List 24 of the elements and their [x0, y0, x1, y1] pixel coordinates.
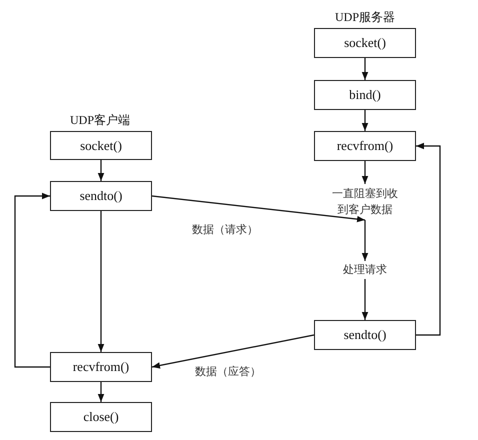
arrow — [362, 110, 368, 131]
column-heading: UDP服务器 — [335, 9, 395, 26]
arrow — [152, 334, 314, 369]
process-box: socket() — [314, 28, 416, 58]
process-box: recvfrom() — [314, 131, 416, 161]
arrow — [362, 220, 368, 261]
arrow — [416, 142, 441, 336]
arrow — [14, 192, 50, 368]
arrow — [98, 160, 104, 181]
step-text: 处理请求 — [335, 261, 395, 279]
column-heading: UDP客户端 — [70, 112, 130, 129]
arrow — [152, 195, 366, 222]
process-box: socket() — [50, 131, 152, 160]
arrow — [362, 279, 368, 320]
arrow — [362, 58, 368, 80]
step-text: 一直阻塞到收到客户数据 — [327, 184, 403, 220]
arrow — [362, 161, 368, 184]
process-box: bind() — [314, 80, 416, 110]
process-box: close() — [50, 402, 152, 432]
arrow — [98, 382, 104, 402]
process-box: sendto() — [50, 181, 152, 211]
process-box: recvfrom() — [50, 352, 152, 382]
arrow — [98, 211, 104, 352]
process-box: sendto() — [314, 320, 416, 350]
